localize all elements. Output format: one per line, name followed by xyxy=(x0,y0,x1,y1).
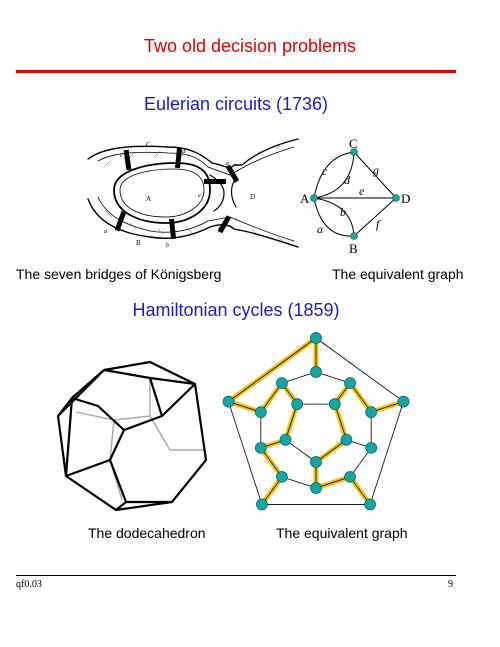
bridge-letter: g xyxy=(226,161,229,167)
graph-edge xyxy=(281,476,317,489)
dodecahedron xyxy=(56,360,208,512)
graph-edge xyxy=(315,476,351,489)
konigsberg-map: C A D B c d g e f a b xyxy=(87,138,299,249)
graph-edge xyxy=(228,337,317,402)
euler-graph: A B C D a b c d e f g xyxy=(300,138,410,256)
edge-label-f: f xyxy=(376,217,381,231)
edge-label-a: a xyxy=(317,222,323,236)
bridge-letter: f xyxy=(218,226,221,233)
edge-d xyxy=(313,151,355,199)
eulerian-heading: Eulerian circuits (1736) xyxy=(143,94,329,114)
vertex-c xyxy=(350,148,358,156)
graph-edge xyxy=(228,401,263,505)
bridge-letter: c xyxy=(120,153,123,159)
graph-edge xyxy=(349,447,372,478)
edge-label-d: d xyxy=(344,173,351,187)
graph-node xyxy=(364,498,376,511)
graph-node xyxy=(291,398,304,410)
dodecahedron-caption: The dodecahedron xyxy=(88,525,206,541)
hamiltonian-heading: Hamiltonian cycles (1859) xyxy=(132,300,340,320)
graph-node xyxy=(310,366,322,378)
vertex-b xyxy=(350,232,358,240)
vertex-d xyxy=(392,194,400,202)
graph-edge xyxy=(285,439,317,463)
map-label-a: A xyxy=(146,195,151,203)
page-number: 9 xyxy=(448,579,453,590)
edge-f xyxy=(353,197,397,237)
vertex-label-d: D xyxy=(401,191,410,206)
graph-node xyxy=(365,442,378,454)
graph-node xyxy=(310,456,322,468)
map-label-b: B xyxy=(136,239,141,247)
graph-node xyxy=(344,471,356,483)
graph-node xyxy=(340,434,353,446)
graph-node xyxy=(276,377,288,389)
edge-b xyxy=(313,197,355,237)
euler-graph-caption: The equivalent graph xyxy=(332,266,464,282)
graph-node xyxy=(397,395,410,408)
vertex-label-c: C xyxy=(349,138,358,151)
edge-label-b: b xyxy=(340,205,346,219)
hamiltonian-graph-caption: The equivalent graph xyxy=(276,525,408,541)
graph-edge xyxy=(285,403,298,441)
title-underline xyxy=(16,70,456,73)
konigsberg-caption: The seven bridges of Königsberg xyxy=(16,266,222,282)
vertex-label-b: B xyxy=(349,241,358,256)
bridge-letter: d xyxy=(182,149,186,155)
graph-node xyxy=(276,471,288,483)
graph-edge xyxy=(315,337,404,402)
graph-edge xyxy=(260,447,283,478)
graph-edge xyxy=(315,371,351,384)
edge-c xyxy=(313,151,355,199)
graph-edge xyxy=(260,382,283,413)
graph-node xyxy=(344,377,356,389)
edge-g xyxy=(353,151,397,199)
footer-label: qf0.03 xyxy=(16,579,42,590)
bridge-letter: a xyxy=(104,229,107,235)
vertex-a xyxy=(310,194,318,202)
graph-node xyxy=(222,395,235,408)
graph-node xyxy=(254,406,267,418)
edge-label-g: g xyxy=(373,163,379,177)
edge-label-e: e xyxy=(359,184,365,198)
graph-node xyxy=(310,332,322,344)
map-label-d: D xyxy=(250,193,255,201)
graph-edge xyxy=(349,382,372,413)
graph-edge xyxy=(369,401,404,505)
graph-node xyxy=(256,498,268,511)
map-label-c: C xyxy=(146,141,151,149)
graph-edge xyxy=(281,371,317,384)
graph-node xyxy=(279,434,292,446)
edge-a xyxy=(313,197,355,237)
graph-edge xyxy=(315,439,347,463)
bridge-letter: e xyxy=(198,193,201,199)
bridge-letter: b xyxy=(166,243,169,249)
graph-node xyxy=(328,398,341,410)
slide-title: Two old decision problems xyxy=(143,36,357,56)
graph-node xyxy=(310,482,322,494)
graph-node xyxy=(365,406,378,418)
graph-node xyxy=(254,442,267,454)
edge-label-c: c xyxy=(322,164,328,178)
footer-rule xyxy=(16,575,456,576)
hamiltonian-graph xyxy=(222,332,410,511)
graph-edge xyxy=(334,403,347,441)
vertex-label-a: A xyxy=(300,191,310,206)
